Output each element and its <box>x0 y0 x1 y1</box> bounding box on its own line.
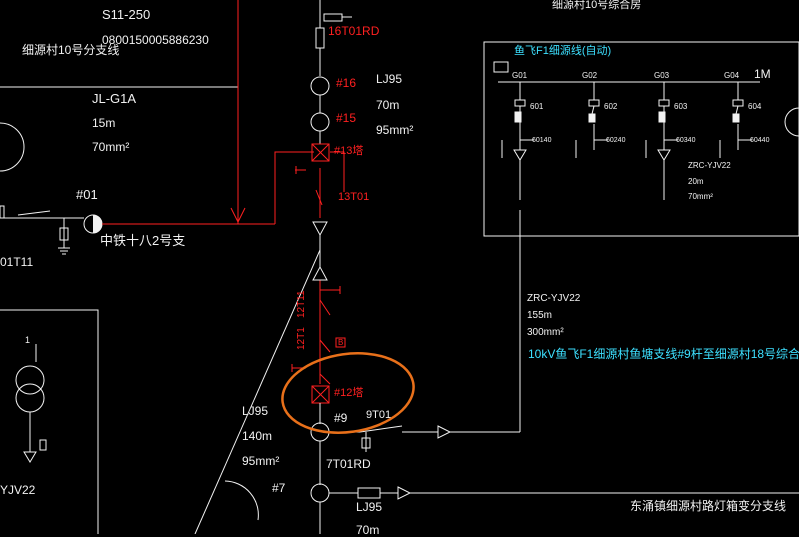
pole-01-label: #01 <box>76 187 98 202</box>
upper-line-section: 95mm² <box>376 123 414 137</box>
meter-number: 0800150005886230 <box>102 33 209 47</box>
pole-01-symbol <box>83 214 275 234</box>
upper-line-model: LJ95 <box>376 72 403 86</box>
pole-13-box <box>311 143 330 162</box>
bottom-line-length: 70m <box>356 523 380 537</box>
diagonal-line <box>194 249 321 534</box>
mid-line-model: LJ95 <box>242 404 269 418</box>
line-section: 70mm² <box>92 140 130 154</box>
feeder-columns <box>501 82 752 200</box>
transformer-coil-1 <box>15 365 45 395</box>
main-line <box>194 0 799 534</box>
earth-60140: 60140 <box>532 137 552 144</box>
breaker-603: 603 <box>674 102 688 111</box>
breaker-602: 602 <box>604 102 618 111</box>
switch-01t11: 01T11 <box>0 255 34 269</box>
line-length: 15m <box>92 116 116 130</box>
feeder-g03: G03 <box>654 71 670 80</box>
breaker-601: 601 <box>530 102 544 111</box>
panel-cable-length: 20m <box>688 177 704 186</box>
panel-cable-section: 70mm² <box>688 192 713 201</box>
switch-12t1: 12T1 <box>296 327 307 350</box>
arrow-down-13 <box>312 221 328 237</box>
switch-12t11: 12T11 <box>296 290 307 318</box>
upper-line-length: 70m <box>376 98 400 112</box>
earth-fuse <box>59 227 69 241</box>
switch-13t01: 13T01 <box>338 191 370 203</box>
top-left-section <box>0 86 238 255</box>
top-cutoff-text: 细源村10号综合房 <box>552 0 642 11</box>
cable-section: 300mm² <box>527 327 564 338</box>
panel-border <box>483 41 799 237</box>
feeder-g04: G04 <box>724 71 740 80</box>
transformer-box-border <box>0 309 99 534</box>
bottom-left-cable: YJV22 <box>0 483 36 497</box>
bottom-line-model: LJ95 <box>356 500 383 514</box>
device-7t01rd: 7T01RD <box>326 457 371 471</box>
panel-title: 鱼飞F1细源线(自动) <box>514 45 612 57</box>
red-arrow-down <box>230 207 246 224</box>
cable-length: 155m <box>527 310 553 321</box>
breaker-604: 604 <box>748 102 762 111</box>
feeder-g02: G02 <box>582 71 598 80</box>
earth-60440: 60440 <box>750 137 770 144</box>
line-model: JL-G1A <box>92 91 137 106</box>
switch-9t01: 9T01 <box>366 409 392 421</box>
pole-15-circle <box>310 112 330 132</box>
arc-bottom <box>224 480 259 521</box>
pole-7-circle <box>310 483 330 503</box>
pole-15-label: #15 <box>336 111 357 125</box>
terminal-mark <box>0 205 5 219</box>
bus-label: 1M <box>754 67 771 81</box>
red-connector-13 <box>274 151 314 224</box>
device-16t01rd: 16T01RD <box>328 24 380 38</box>
pole-13-label: #13塔 <box>334 145 364 157</box>
pole-12-label: #12塔 <box>334 387 364 399</box>
box-mark: B <box>338 338 344 347</box>
panel-cable-model: ZRC-YJV22 <box>688 161 731 170</box>
mid-line-length: 140m <box>242 429 273 443</box>
arrow-up-12 <box>312 265 328 281</box>
earth-60340: 60340 <box>676 137 696 144</box>
bottom-branch-label: 东涌镇细源村路灯箱变分支线 <box>630 499 787 513</box>
transformer-number: 1 <box>25 335 31 345</box>
earth-60240: 60240 <box>606 137 626 144</box>
switch-blade <box>17 210 51 216</box>
switchgear-panel <box>483 41 799 237</box>
top-fuse <box>315 27 325 49</box>
red-feeders <box>230 0 346 385</box>
transformer-coil-2 <box>15 383 45 413</box>
mid-line-section: 95mm² <box>242 454 280 468</box>
cable-model: ZRC-YJV22 <box>527 293 581 304</box>
transformer-box <box>0 309 99 534</box>
partial-circle-left <box>0 122 25 172</box>
transformer-model: S11-250 <box>102 7 151 22</box>
feeder-g01: G01 <box>512 71 528 80</box>
panel-icon <box>493 61 509 73</box>
pole-7-label: #7 <box>272 481 286 495</box>
pole-9-label: #9 <box>334 411 348 425</box>
pole-16-circle <box>310 76 330 96</box>
branch-label: 中铁十八2号支 <box>100 233 186 248</box>
box-b <box>335 337 346 348</box>
cable-description: 10kV鱼飞F1细源村鱼塘支线#9杆至细源村18号综合房电缆 <box>528 347 799 361</box>
highlight-ellipse <box>281 352 415 434</box>
pole-16-label: #16 <box>336 76 357 90</box>
branch-name: 细源村10号分支线 <box>22 43 120 57</box>
red-tap <box>330 151 345 192</box>
